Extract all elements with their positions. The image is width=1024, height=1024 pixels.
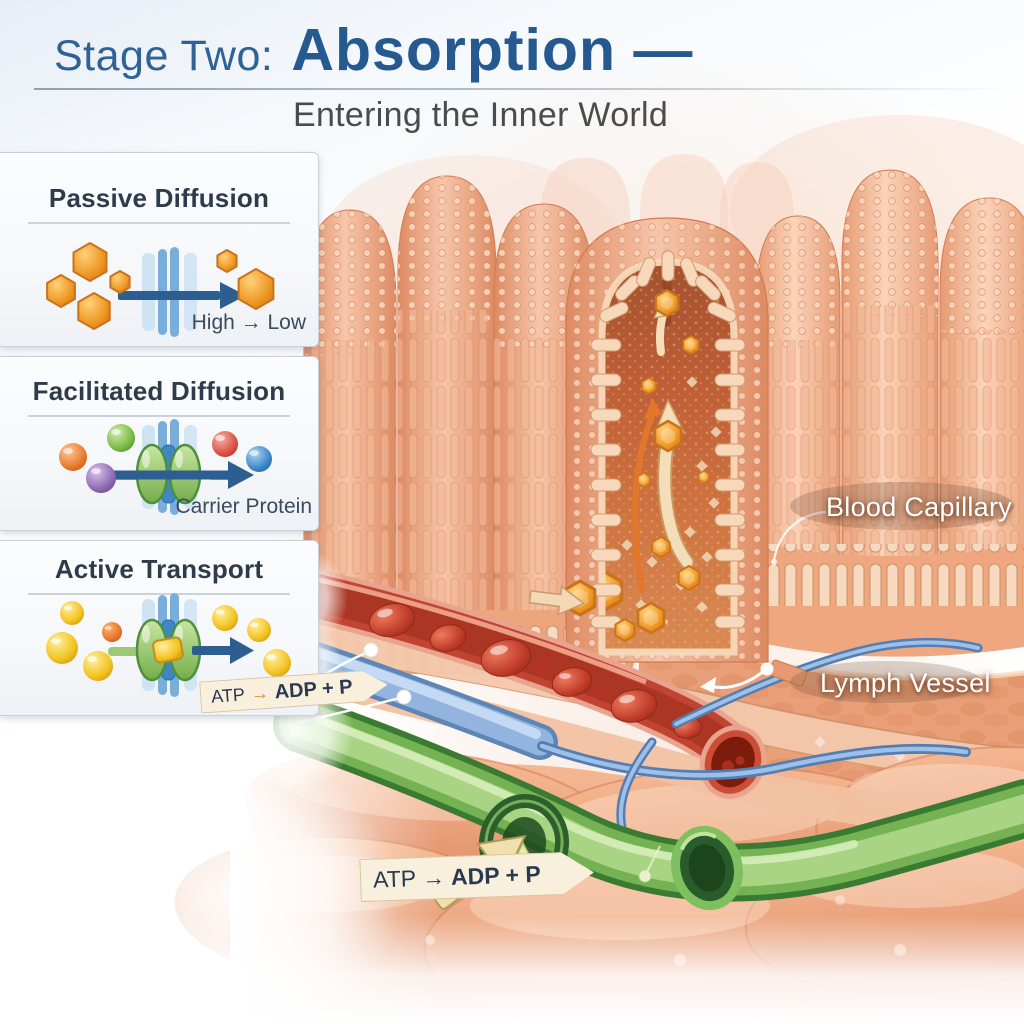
corner-haze — [60, 750, 400, 1024]
panel-divider — [28, 593, 290, 595]
flow-arrow-cream — [528, 585, 586, 616]
panel-facilitated-diffusion: Facilitated Diffusion — [0, 356, 319, 531]
reaction-arrow: → — [421, 864, 446, 891]
title-underline — [34, 88, 1012, 90]
atp-label: ATP — [210, 683, 246, 707]
cargo-molecule — [152, 636, 184, 664]
facilitated-diffusion-icon — [59, 419, 272, 515]
epithelial-rim-cells — [590, 250, 746, 629]
passive-diffusion-icon — [46, 242, 275, 337]
leader-lines — [297, 510, 827, 724]
blood-capillary-leader — [772, 510, 827, 561]
lymph-open-end — [671, 825, 743, 911]
panel-active-transport: Active Transport — [0, 540, 319, 716]
blood-capillary-label: Blood Capillary — [826, 492, 1013, 522]
lymph-pointer — [700, 659, 808, 693]
blood-capillary-vessel — [273, 565, 759, 781]
label-backdrop-blood — [790, 482, 1014, 530]
panel-divider — [28, 415, 290, 417]
brush-border-band — [750, 540, 1024, 657]
carrier-caption: Carrier Protein — [175, 495, 312, 518]
leader-dot-capillary — [363, 642, 379, 658]
page-title: Stage Two: Absorption — — [54, 16, 693, 84]
lymph-vessel-label: Lymph Vessel — [820, 668, 991, 698]
leader-dot-venule — [396, 689, 412, 705]
tissue-band-lower — [292, 650, 1024, 842]
pump-protein-icon — [135, 618, 202, 682]
cut-open-villus — [565, 217, 769, 663]
reaction-arrow: → — [250, 682, 270, 704]
villi-right-cluster — [755, 169, 1024, 565]
ion-spheres — [46, 601, 291, 681]
atp-label: ATP — [372, 865, 417, 893]
transport-arrow — [112, 461, 254, 489]
panel-title: Facilitated Diffusion — [32, 376, 286, 406]
villus-interior — [602, 262, 734, 652]
red-blood-cells — [368, 603, 703, 739]
stage-label: Stage Two: — [54, 32, 274, 80]
lymph-vessel-tube — [273, 695, 1024, 911]
diffusion-arrow — [118, 282, 246, 309]
gradient-caption: High → Low — [191, 311, 306, 334]
panel-title: Active Transport — [54, 554, 264, 584]
panel-divider — [28, 222, 290, 224]
adp-label: ADP + P — [450, 860, 542, 890]
label-backdrop-lymph — [790, 661, 982, 703]
absorption-arrow-orange — [632, 398, 662, 593]
panel-passive-diffusion: Passive Diffusion High → Low — [0, 152, 319, 347]
adp-label: ADP + P — [273, 675, 354, 703]
venule-vessel — [298, 637, 983, 847]
solute-spheres — [59, 424, 272, 493]
molecule-hexagons — [46, 242, 275, 330]
panel-title: Passive Diffusion — [48, 183, 270, 213]
tube-highlight-stem — [644, 845, 661, 877]
atp-energy-banner-lymph: ATP → ADP + P — [359, 851, 594, 902]
pump-arrow — [192, 637, 254, 664]
active-transport-icon — [46, 593, 291, 697]
page-subtitle: Entering the Inner World — [293, 96, 669, 134]
title-text: Absorption — — [291, 17, 694, 83]
